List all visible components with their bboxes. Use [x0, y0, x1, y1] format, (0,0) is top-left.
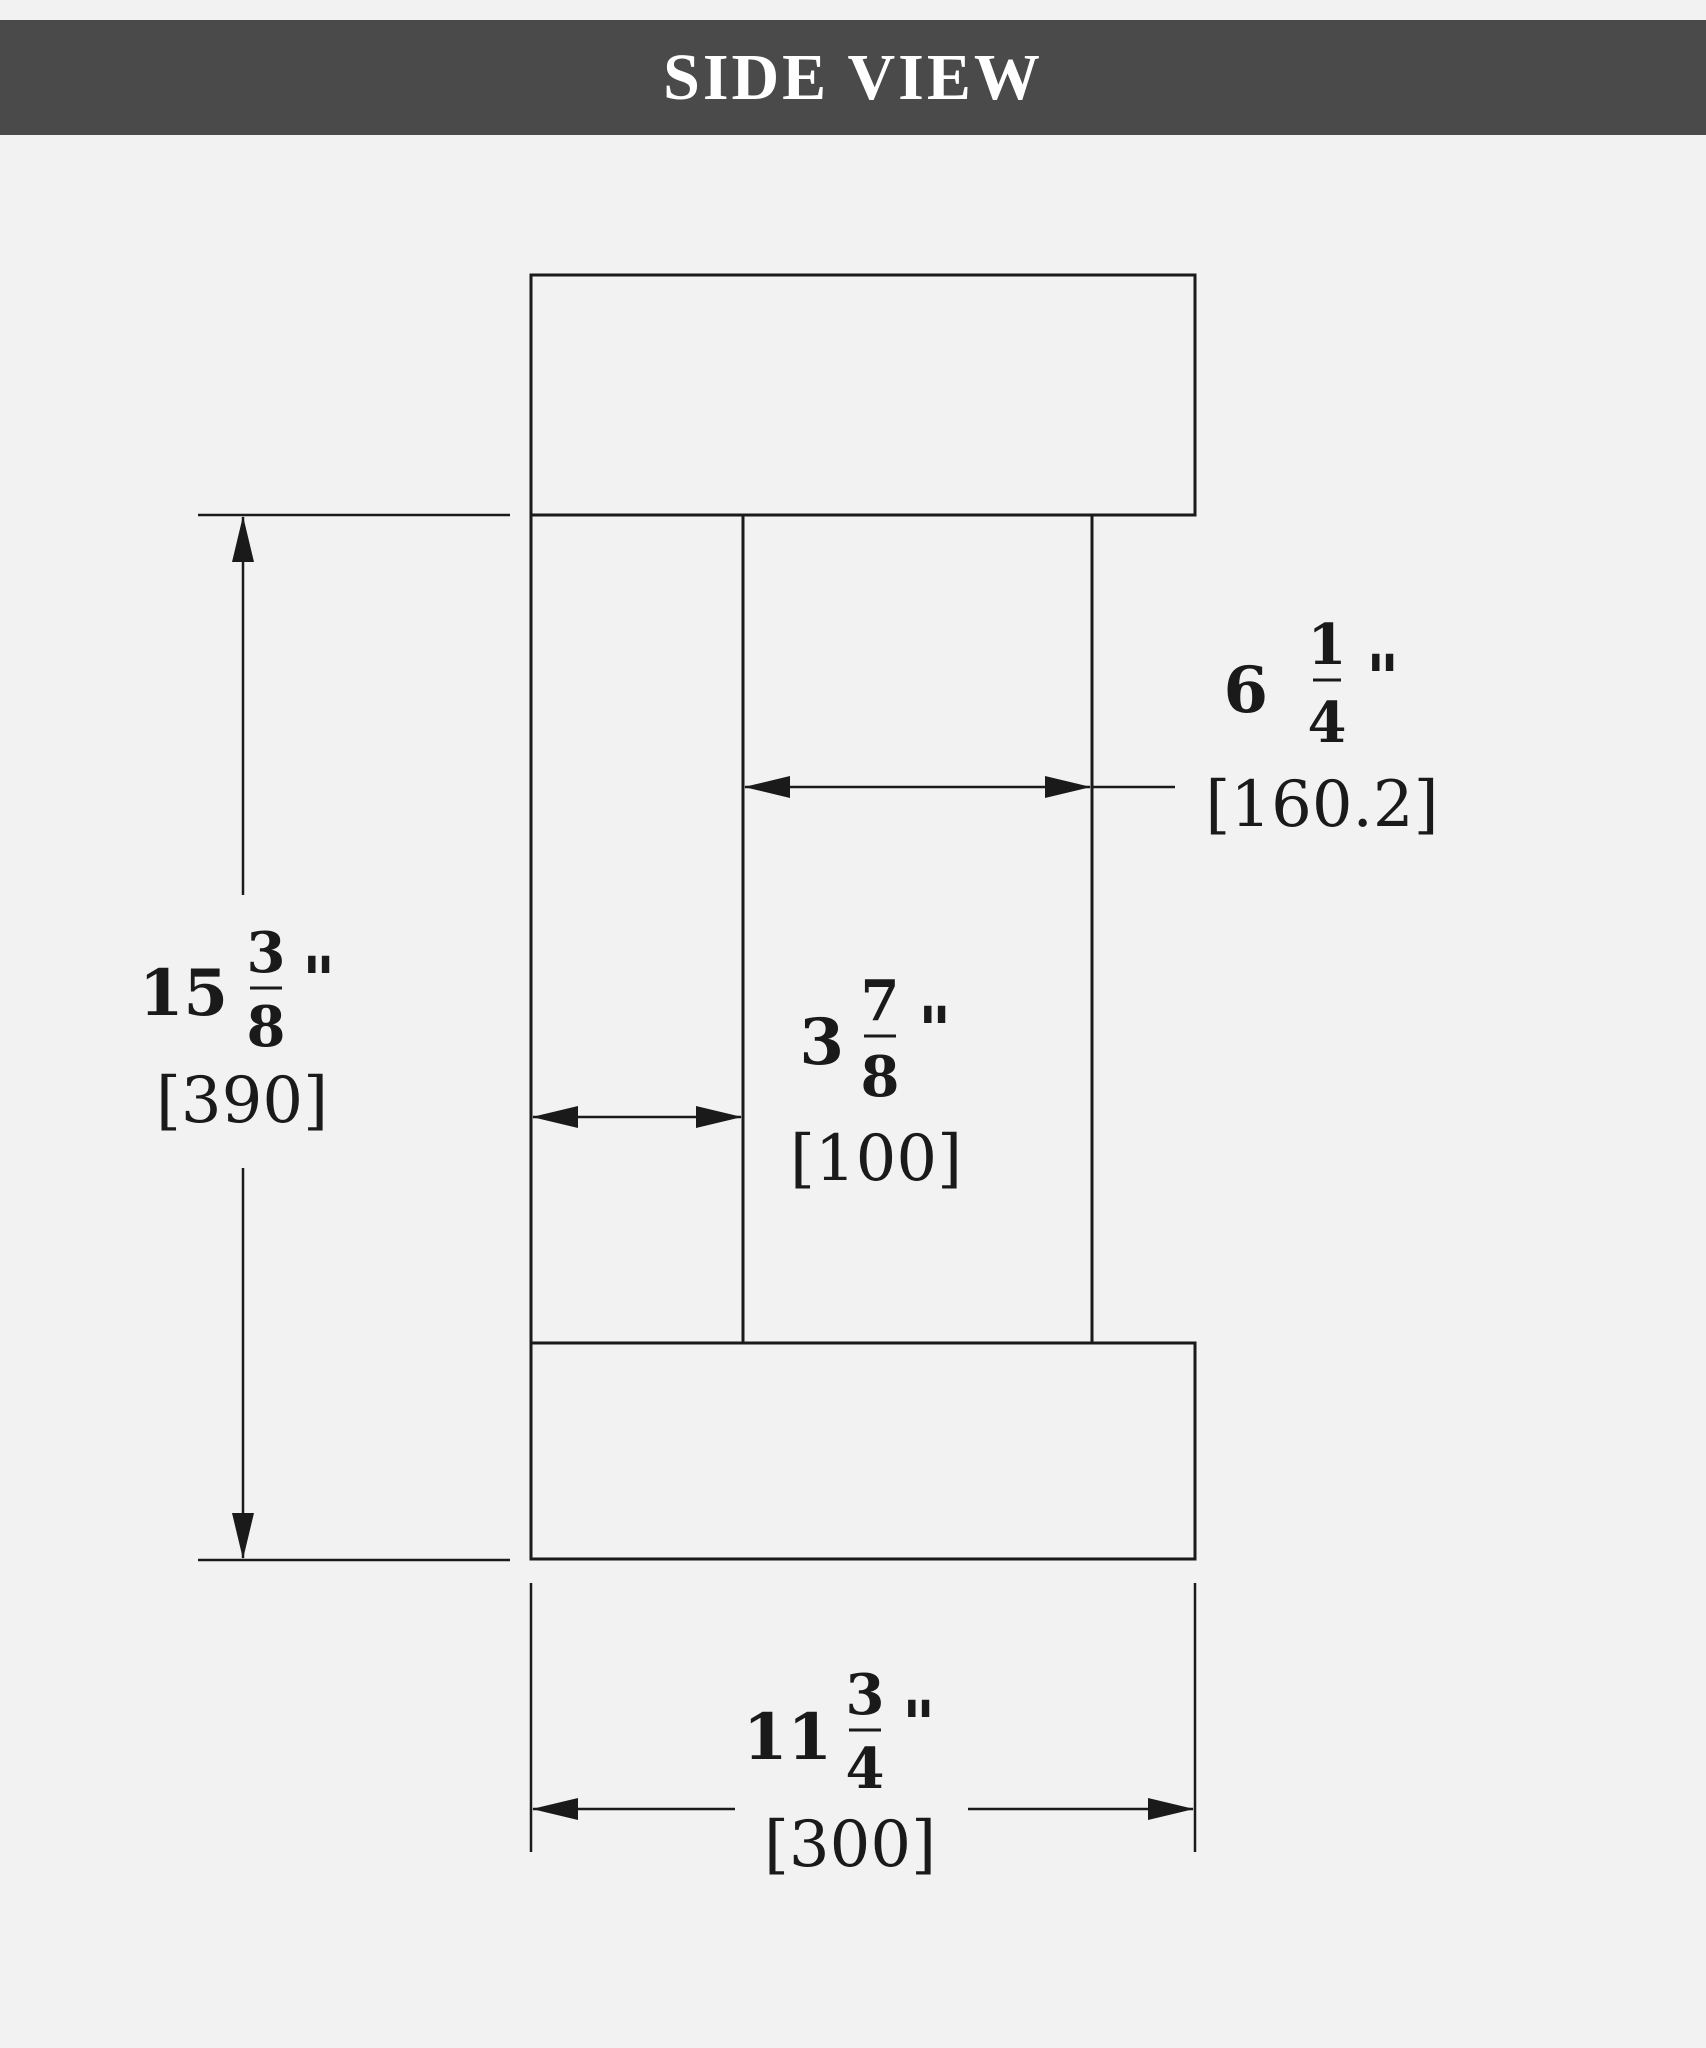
- width-metric: [300]: [764, 1808, 936, 1882]
- depth-side-label: 3 7 8 " [100]: [790, 968, 962, 1196]
- depth-inner-whole: 6: [1223, 653, 1268, 728]
- header-bar: SIDE VIEW: [0, 20, 1706, 135]
- page-title: SIDE VIEW: [663, 40, 1043, 114]
- depth-side-metric: [100]: [790, 1122, 962, 1196]
- depth-inner-metric: [160.2]: [1205, 768, 1438, 842]
- width-numerator: 3: [846, 1662, 885, 1728]
- depth-side-numerator: 7: [861, 968, 900, 1034]
- top-block: [529, 273, 1197, 517]
- height-numerator: 3: [247, 920, 286, 986]
- bottom-block: [529, 1341, 1197, 1561]
- depth-inner-label: 6 1 4 " [160.2]: [1205, 612, 1438, 842]
- width-label: 11 3 4 " [300]: [743, 1662, 936, 1882]
- depth-side-denominator: 8: [861, 1044, 900, 1110]
- depth-side-unit: ": [918, 993, 951, 1068]
- width-whole: 11: [743, 1700, 832, 1775]
- depth-side-whole: 3: [799, 1005, 844, 1080]
- width-unit: ": [902, 1687, 935, 1762]
- height-denominator: 8: [247, 994, 286, 1060]
- depth-inner-unit: ": [1366, 641, 1399, 716]
- height-whole: 15: [139, 956, 228, 1031]
- width-denominator: 4: [846, 1736, 885, 1802]
- depth-inner-denominator: 4: [1308, 690, 1347, 756]
- depth-inner-numerator: 1: [1308, 612, 1347, 678]
- height-unit: ": [302, 943, 335, 1018]
- height-metric: [390]: [156, 1064, 328, 1138]
- height-label: 15 3 8 " [390]: [139, 920, 335, 1138]
